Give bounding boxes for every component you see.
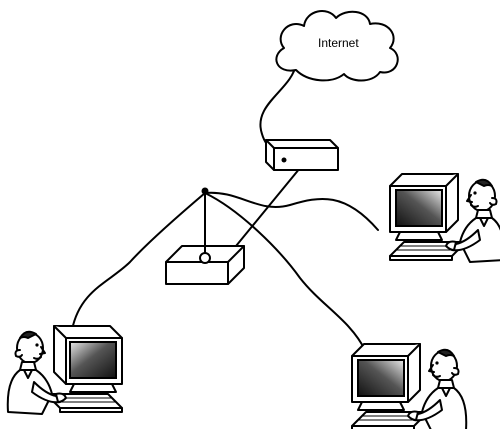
modem-icon	[265, 139, 339, 171]
cable-router-to-left-user	[71, 192, 206, 331]
cloud-icon	[275, 10, 399, 82]
cloud-label: Internet	[318, 36, 359, 50]
person-at-computer-icon	[389, 173, 500, 263]
user-top-right	[389, 173, 500, 263]
internet-cloud: Internet	[275, 10, 399, 82]
cable-router-to-bottom-right-user	[204, 192, 366, 351]
wireless-router-icon	[165, 187, 245, 285]
cable-router-to-top-right-user	[204, 191, 379, 231]
modem	[265, 139, 339, 171]
user-bottom-right	[351, 343, 468, 429]
wireless-router	[165, 187, 245, 285]
user-bottom-left	[6, 325, 123, 415]
person-at-computer-icon	[351, 343, 468, 429]
person-at-computer-icon	[6, 325, 123, 415]
